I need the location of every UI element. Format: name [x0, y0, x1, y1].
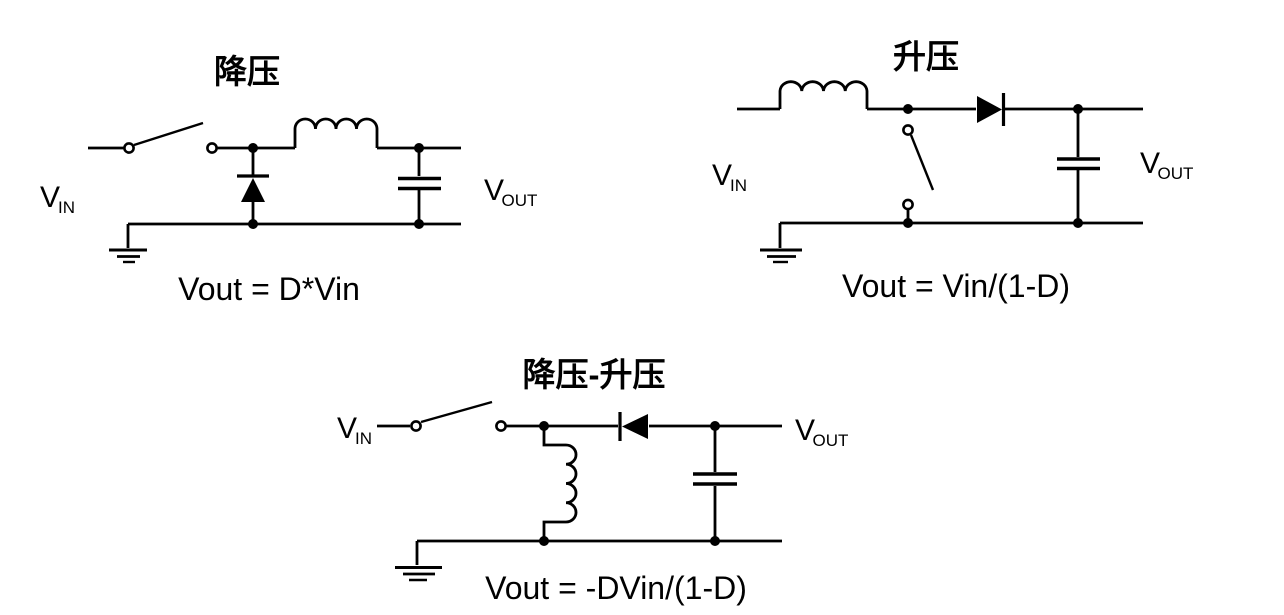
- buck-transfer-function: Vout = D*Vin: [178, 271, 360, 307]
- switch-blade: [133, 121, 204, 147]
- inductor-symbol: [293, 117, 379, 148]
- junction-dot: [903, 218, 913, 228]
- switch-pole-top: [902, 124, 914, 136]
- inductor-symbol: [778, 80, 869, 109]
- switch-symbol: [123, 121, 218, 154]
- vin-subscript: IN: [355, 429, 372, 448]
- capacitor-symbol: [1057, 157, 1100, 171]
- capacitor-symbol: [398, 176, 441, 191]
- ground-symbol: [395, 566, 442, 582]
- junction-dot: [1073, 104, 1083, 114]
- junction-dot: [710, 421, 720, 431]
- vin-subscript: IN: [730, 176, 747, 195]
- buck-boost-title: 降压-升压: [523, 356, 666, 393]
- switch-pole-right: [495, 420, 507, 432]
- junction-dot: [710, 536, 720, 546]
- vin-label: V: [337, 412, 357, 445]
- diode-symbol: [977, 93, 1006, 126]
- switch-blade: [420, 400, 493, 424]
- buck-boost-circuit: 降压-升压: [337, 356, 848, 606]
- junction-dot: [248, 219, 258, 229]
- junction-dots: [539, 421, 720, 546]
- junction-dot: [903, 104, 913, 114]
- boost-title: 升压: [893, 38, 959, 75]
- vout-label: V: [484, 174, 504, 207]
- junction-dot: [414, 143, 424, 153]
- diode-triangle: [241, 178, 265, 202]
- junction-dot: [539, 421, 549, 431]
- switch-symbol: [902, 124, 935, 211]
- switch-symbol: [410, 400, 507, 432]
- diode-symbol: [618, 412, 648, 441]
- buck-title: 降压: [214, 53, 280, 90]
- vin-label: V: [712, 159, 732, 192]
- junction-dot: [414, 219, 424, 229]
- buck-wires: [88, 146, 461, 248]
- vin-subscript: IN: [58, 198, 75, 217]
- vout-label: V: [1140, 147, 1160, 180]
- boost-wires: [737, 107, 1143, 248]
- vin-label: V: [40, 181, 60, 214]
- switch-pole-right: [206, 142, 218, 154]
- vout-subscript: OUT: [502, 191, 538, 210]
- diode-triangle: [977, 96, 1002, 123]
- diode-triangle: [622, 414, 648, 439]
- vout-label: V: [795, 414, 815, 447]
- switch-pole-left: [410, 420, 422, 432]
- junction-dots: [248, 143, 424, 229]
- vout-subscript: OUT: [813, 431, 849, 450]
- ground-symbol: [760, 248, 802, 264]
- diode-symbol: [237, 174, 269, 202]
- junction-dot: [248, 143, 258, 153]
- switch-pole-left: [123, 142, 135, 154]
- junction-dot: [539, 536, 549, 546]
- switch-blade: [909, 134, 935, 191]
- junction-dots: [903, 104, 1083, 228]
- buck-circuit: 降压: [40, 53, 537, 307]
- switch-pole-bottom: [902, 198, 914, 211]
- inductor-symbol: [542, 426, 578, 541]
- ground-symbol: [109, 248, 147, 264]
- buck-boost-wires: [377, 424, 782, 565]
- capacitor-symbol: [693, 472, 737, 486]
- boost-transfer-function: Vout = Vin/(1-D): [842, 268, 1070, 304]
- junction-dot: [1073, 218, 1083, 228]
- buck-boost-transfer-function: Vout = -DVin/(1-D): [485, 570, 747, 606]
- boost-circuit: 升压: [712, 38, 1193, 304]
- vout-subscript: OUT: [1158, 164, 1194, 183]
